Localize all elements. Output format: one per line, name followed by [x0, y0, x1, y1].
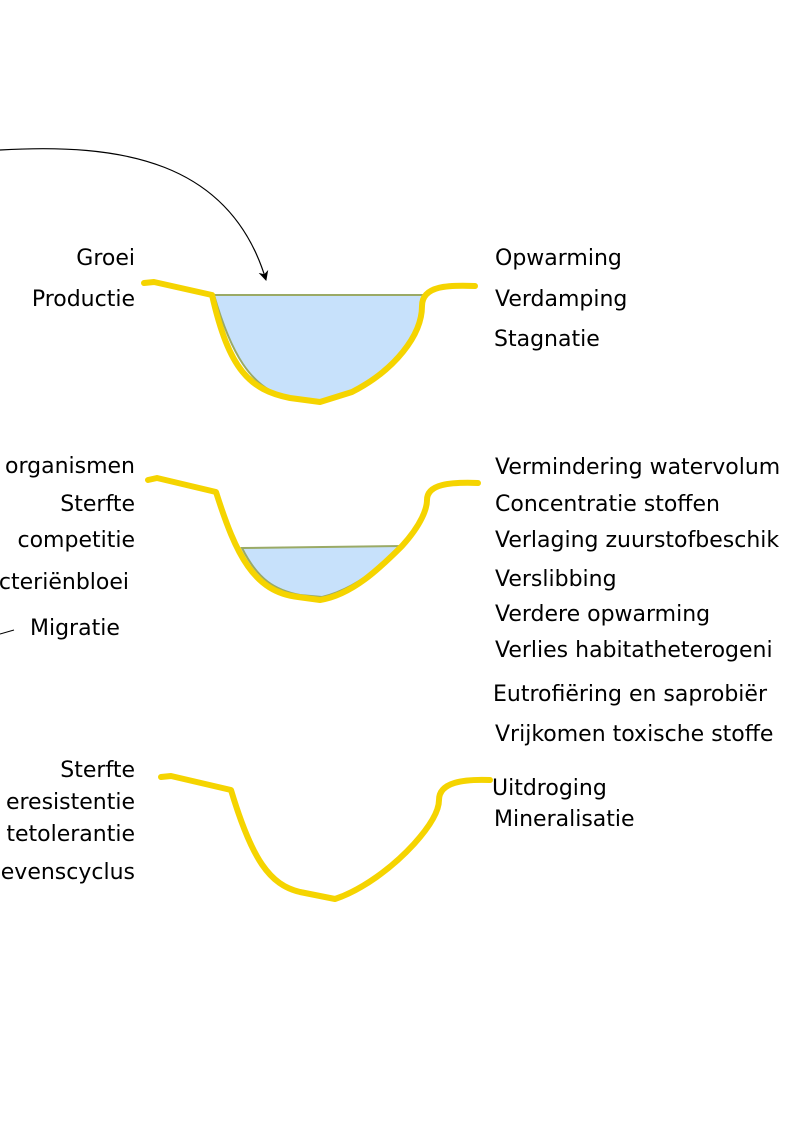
label-competitie: competitie: [17, 528, 136, 553]
label-resistentie: eresistentie: [5, 790, 135, 815]
pond-2-outline: [145, 475, 481, 603]
label-opwarming: Opwarming: [495, 246, 622, 271]
label-verdere-opwarming: Verdere opwarming: [495, 602, 711, 627]
label-vermindering-watervolume: Vermindering watervolum: [495, 455, 781, 480]
label-verdamping: Verdamping: [495, 287, 628, 312]
label-mineralisatie: Mineralisatie: [494, 807, 635, 832]
label-productie: Productie: [31, 287, 135, 312]
pond-1-outline: [141, 279, 478, 405]
label-uitdroging: Uitdroging: [492, 776, 607, 801]
label-verlaging-zuurstof: Verlaging zuurstofbeschik: [495, 528, 780, 553]
label-tolerantie: tetolerantie: [6, 822, 135, 847]
inflow-arrow: [0, 148, 269, 281]
pond-3-outline: [158, 773, 493, 902]
label-organismen: organismen: [5, 454, 135, 479]
label-stagnatie: Stagnatie: [494, 327, 600, 352]
label-bacterienbloei: cteriënbloei: [0, 570, 129, 595]
label-toxische-stoffen: Vrijkomen toxische stoffe: [495, 722, 774, 747]
label-verlies-habitatheterogeniteit: Verlies habitatheterogeni: [495, 638, 773, 663]
label-sterfte-2: Sterfte: [60, 492, 135, 517]
pond-1-water: [212, 294, 426, 403]
migration-line: [0, 629, 15, 635]
label-migratie: Migratie: [30, 616, 120, 641]
label-sterfte-3: Sterfte: [60, 758, 135, 783]
label-concentratie-stoffen: Concentratie stoffen: [495, 492, 720, 517]
label-groei: Groei: [76, 246, 135, 271]
label-levenscyclus: evenscyclus: [0, 860, 135, 885]
label-eutrofiering: Eutrofiëring en saprobiër: [493, 682, 768, 707]
label-verslibbing: Verslibbing: [495, 567, 617, 592]
